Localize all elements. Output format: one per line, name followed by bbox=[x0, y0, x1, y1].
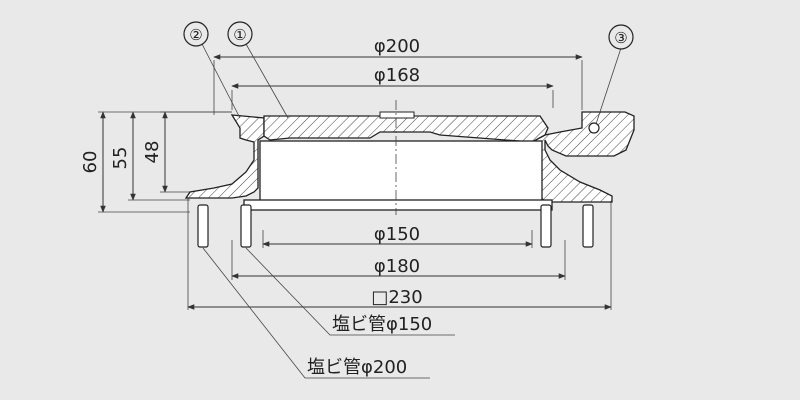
callout-3-label: ③ bbox=[614, 29, 627, 47]
collar bbox=[243, 199, 553, 211]
pipe150-right bbox=[540, 204, 552, 248]
pipe200-label: 塩ビ管φ200 bbox=[307, 357, 407, 378]
callout-1 bbox=[227, 21, 253, 47]
dim-top-outer: φ200 bbox=[374, 36, 420, 57]
callout-1-label: ① bbox=[233, 26, 246, 44]
left-frame bbox=[184, 114, 265, 199]
dimension-lines bbox=[100, 54, 612, 310]
pipes bbox=[197, 204, 594, 248]
callout-2 bbox=[183, 21, 209, 47]
lid bbox=[263, 115, 549, 143]
pipe150-label: 塩ビ管φ150 bbox=[332, 314, 432, 335]
dim-bottom-inner: φ150 bbox=[374, 224, 420, 245]
pipe200-left bbox=[197, 204, 209, 248]
right-frame bbox=[530, 111, 635, 203]
pipe150-left bbox=[240, 204, 252, 248]
callout-3 bbox=[608, 24, 634, 50]
dim-height-48: 48 bbox=[142, 141, 163, 164]
inner-opening bbox=[259, 140, 543, 202]
bolt-icon bbox=[588, 122, 600, 134]
dim-height-55: 55 bbox=[110, 147, 131, 170]
dim-height-60: 60 bbox=[80, 151, 101, 174]
manhole-cover-section bbox=[184, 100, 635, 215]
dim-top-inner: φ168 bbox=[374, 65, 420, 86]
extension-lines bbox=[98, 60, 612, 310]
callout-leaders bbox=[201, 43, 622, 379]
dim-bottom-mid: φ180 bbox=[374, 256, 420, 277]
callout-2-label: ② bbox=[189, 26, 202, 44]
pipe200-right bbox=[582, 204, 594, 248]
dim-bottom-outer: □230 bbox=[371, 287, 422, 308]
